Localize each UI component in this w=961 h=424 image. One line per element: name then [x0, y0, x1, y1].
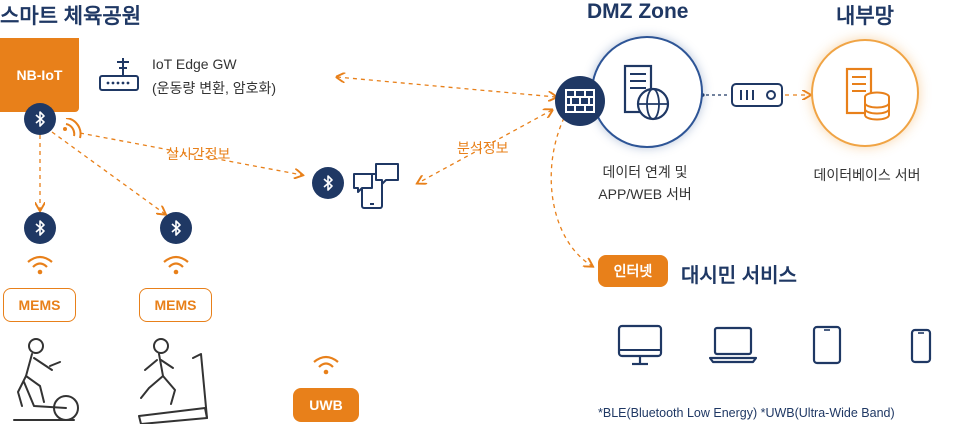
- server-globe-icon: [623, 64, 670, 121]
- monitor-icon: [617, 324, 663, 366]
- gateway-title: IoT Edge GW: [152, 56, 237, 72]
- tablet-icon: [812, 325, 842, 365]
- realtime-label: 실시간정보: [166, 146, 231, 162]
- dmz-desc-line2: APP/WEB 서버: [598, 186, 692, 202]
- signal-icon: [63, 118, 82, 139]
- gateway-subtitle: (운동량 변환, 암호화): [152, 80, 277, 96]
- internet-badge: 인터넷: [598, 255, 668, 287]
- wifi-icon: [313, 355, 339, 375]
- database-server-icon: [845, 67, 890, 121]
- phone-icon: [910, 328, 932, 364]
- chat-phone-icon: [353, 163, 399, 209]
- dmz-title: DMZ Zone: [587, 0, 689, 23]
- wifi-icon: [27, 255, 53, 275]
- line-to-mems2: [51, 131, 165, 214]
- firewall-icon: [555, 76, 605, 126]
- mems-badge: MEMS: [139, 288, 212, 322]
- nb-iot-block: NB-IoT: [0, 38, 79, 112]
- line-analysis: [418, 110, 552, 183]
- laptop-icon: [709, 326, 757, 364]
- line-gw-dmz: [337, 77, 556, 97]
- service-title: 대시민 서비스: [681, 265, 797, 287]
- dmz-server-circle: [591, 36, 703, 148]
- mems-badge: MEMS: [3, 288, 76, 322]
- treadmill-runner-icon: [138, 338, 208, 424]
- bluetooth-icon: [312, 167, 344, 199]
- bluetooth-icon: [160, 212, 192, 244]
- uwb-badge: UWB: [293, 388, 359, 422]
- bluetooth-icon: [24, 212, 56, 244]
- footnote: *BLE(Bluetooth Low Energy) *UWB(Ultra-Wi…: [598, 406, 895, 420]
- internal-db-circle: [811, 39, 919, 147]
- internal-desc: 데이터베이스 서버: [813, 167, 921, 183]
- analysis-label: 분석정보: [457, 140, 509, 156]
- cyclist-icon: [13, 338, 79, 421]
- line-dmz-internet: [550, 117, 592, 266]
- bluetooth-icon: [24, 103, 56, 135]
- router-icon: [99, 58, 139, 91]
- park-title: 스마트 체육공원: [0, 5, 142, 28]
- line-realtime: [79, 132, 302, 175]
- dmz-desc-line1: 데이터 연계 및: [602, 164, 688, 180]
- wifi-icon: [163, 255, 189, 275]
- internal-title: 내부망: [836, 5, 894, 28]
- network-device-icon: [731, 83, 783, 107]
